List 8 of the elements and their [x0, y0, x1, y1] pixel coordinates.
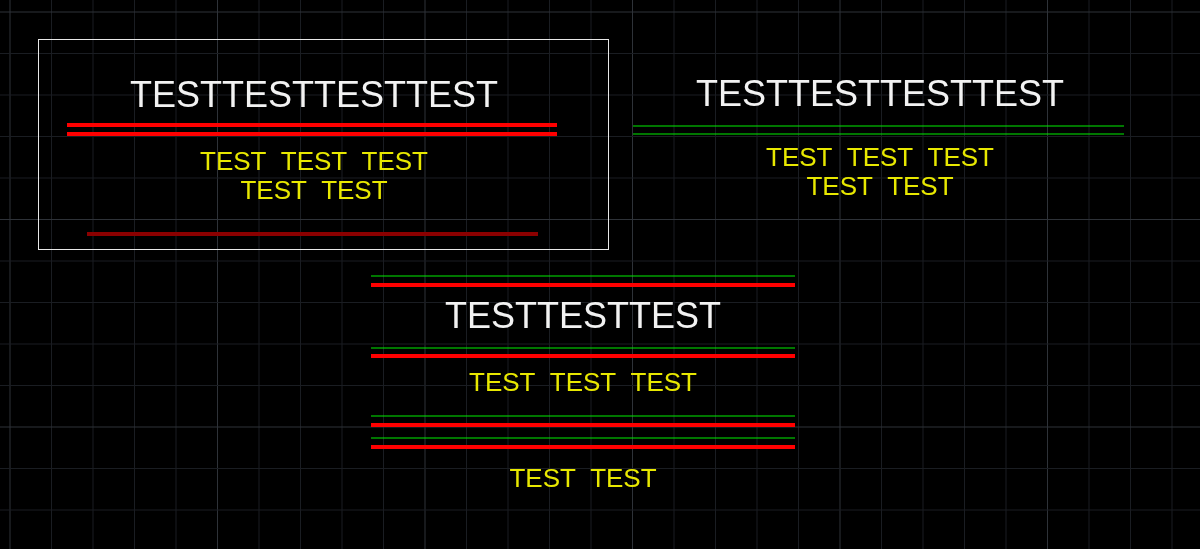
- frame-box: [38, 39, 609, 250]
- note-text: TEST TEST TEST TEST TEST: [765, 143, 995, 201]
- note-text: TEST TEST TEST: [468, 368, 698, 397]
- title-text: TESTTESTTESTTEST: [696, 76, 1064, 112]
- title-text: TESTTESTTEST: [445, 298, 721, 334]
- note-text: TEST TEST: [508, 464, 658, 493]
- title-text: TESTTESTTESTTEST: [130, 77, 498, 113]
- note-text: TEST TEST TEST TEST TEST: [199, 147, 429, 205]
